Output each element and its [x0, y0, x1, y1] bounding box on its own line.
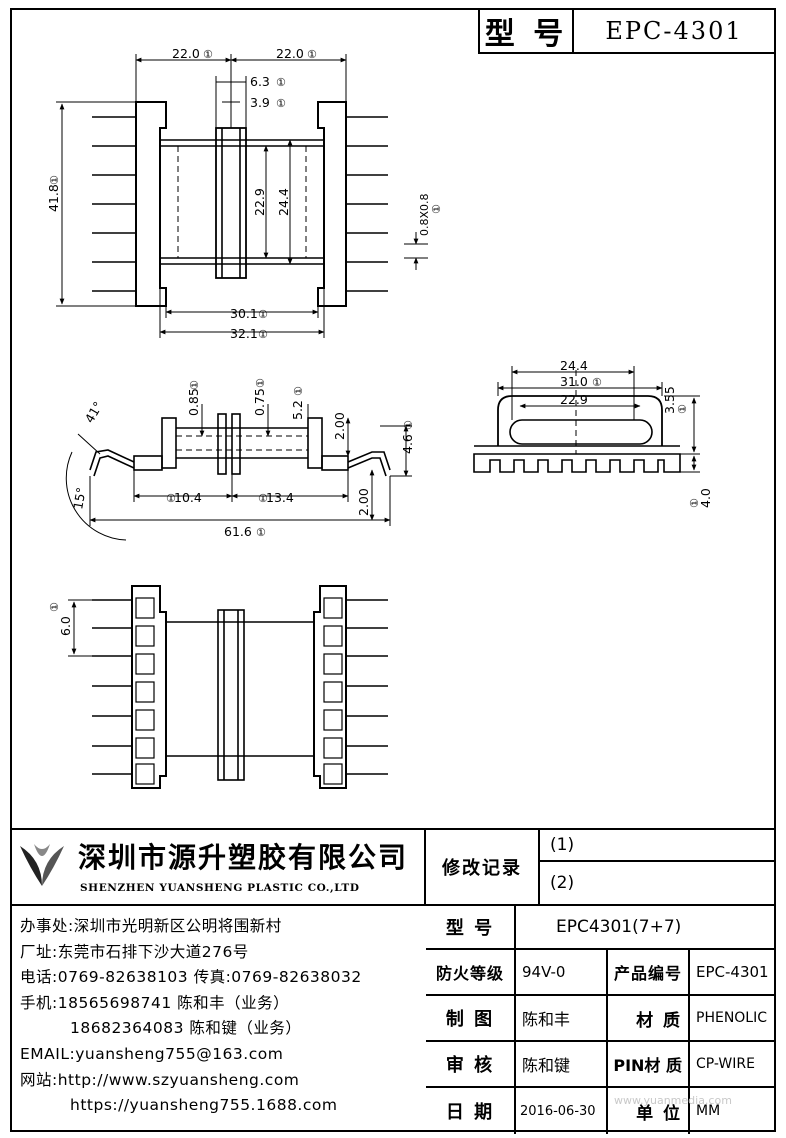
dim-body-inner: 30.1	[230, 306, 258, 321]
date-label: 日 期	[426, 1088, 516, 1134]
dim-overall-length: 41.8	[46, 184, 61, 212]
company-header: 深圳市源升塑胶有限公司 SHENZHEN YUANSHENG PLASTIC C…	[10, 830, 426, 906]
dim-ref-mark: ①	[258, 492, 268, 505]
model-header: 型 号 EPC-4301	[478, 8, 776, 54]
dim-ref-mark: ①	[48, 175, 61, 185]
dim-ref-mark: ①	[188, 380, 201, 390]
dim-ref-mark: ①	[258, 308, 268, 321]
material-value: PHENOLIC	[690, 996, 776, 1042]
dim-lower-gap: 2.00	[356, 488, 371, 516]
bottom-view	[68, 585, 388, 789]
spec-table: 修改记录 (1) (2) 型 号 EPC4301(7+7) 防火等级 94V-0…	[426, 830, 776, 1134]
unit-value: MM	[696, 1103, 721, 1119]
dim-end-base: 4.0	[698, 488, 713, 508]
dim-bend-angle: 41°	[82, 399, 106, 426]
dim-ref-mark: ①	[307, 48, 317, 61]
model-value: EPC4301(7+7)	[516, 906, 776, 950]
top-view	[56, 54, 428, 338]
dim-window-inner: 22.9	[252, 188, 267, 216]
dim-ref-mark: ①	[592, 376, 602, 389]
contact-info: 办事处:深圳市光明新区公明将围新村 厂址:东莞市石排下沙大道276号 电话:07…	[20, 914, 424, 1119]
pin-material-value: CP-WIRE	[690, 1042, 776, 1088]
company-name-cn: 深圳市源升塑胶有限公司	[78, 841, 409, 874]
dim-ref-mark: ①	[430, 204, 443, 214]
dim-pin-offset-right: 13.4	[266, 490, 294, 505]
dim-top-width-right: 22.0	[276, 46, 304, 61]
dim-pin-height: 4.6	[400, 434, 415, 454]
model-header-label: 型 号	[480, 10, 574, 52]
watermark: www.yuanmedia.com	[614, 1094, 732, 1107]
website: 网站:http://www.szyuansheng.com	[20, 1070, 300, 1089]
dim-end-core: 24.4	[560, 358, 588, 373]
product-no-value: EPC-4301	[690, 950, 776, 996]
engineering-drawing: 22.0 ① 22.0 ① 6.3 ① 3.9 ① 41.8 ① 22.9 24…	[46, 46, 713, 789]
dim-window-outer: 24.4	[276, 188, 291, 216]
dim-wall-b: 0.75	[252, 388, 267, 416]
unit-label: 单 位	[608, 1088, 690, 1134]
checked-by-value: 陈和键	[516, 1042, 608, 1088]
dim-top-width-left: 22.0	[172, 46, 200, 61]
model-header-value: EPC-4301	[605, 17, 743, 45]
phone-fax: 电话:0769-82638103 传真:0769-82638032	[20, 968, 362, 987]
mobile-1: 手机:18565698741 陈和丰（业务）	[20, 993, 290, 1012]
website-2: https://yuansheng755.1688.com	[70, 1096, 338, 1115]
model-label: 型 号	[426, 906, 516, 950]
side-view	[65, 404, 412, 541]
fire-rating-value: 94V-0	[516, 950, 608, 996]
dim-pin-span: 61.6	[224, 524, 252, 539]
fire-rating-label: 防火等级	[426, 950, 516, 996]
dim-ref-mark: ①	[292, 386, 305, 396]
dim-ref-mark: ①	[688, 498, 701, 508]
company-logo-icon	[20, 844, 64, 886]
dim-pin-offset-left: 10.4	[174, 490, 202, 505]
dim-ref-mark: ①	[254, 378, 267, 388]
company-name-en: SHENZHEN YUANSHENG PLASTIC CO.,LTD	[80, 882, 360, 894]
dim-pin-pitch: 6.0	[58, 616, 73, 636]
dim-ref-mark: ①	[276, 76, 286, 89]
revision-label: 修改记录	[426, 830, 540, 906]
dim-partition-width: 6.3	[250, 74, 270, 89]
dim-upper-gap: 2.00	[332, 412, 347, 440]
drawing-frame	[10, 8, 776, 1132]
dim-end-top: 3.55	[662, 386, 677, 414]
pin-material-label: PIN材 质	[608, 1042, 690, 1088]
title-block: 深圳市源升塑胶有限公司 SHENZHEN YUANSHENG PLASTIC C…	[10, 828, 776, 1134]
dim-flange-height: 5.2	[290, 400, 305, 420]
dim-ref-mark: ①	[48, 602, 61, 612]
dim-end-width: 31.0	[560, 374, 588, 389]
dim-ref-mark: ①	[276, 97, 286, 110]
dim-body-outer: 32.1	[230, 326, 258, 341]
dim-pin-section: 0.8X0.8	[418, 193, 431, 236]
dim-ref-mark: ①	[166, 492, 176, 505]
revision-1: (1)	[540, 830, 776, 862]
dim-ref-mark: ①	[258, 328, 268, 341]
office-address: 办事处:深圳市光明新区公明将围新村	[20, 917, 282, 935]
revision-2: (2)	[540, 862, 776, 906]
dim-wall-a: 0.85	[186, 388, 201, 416]
drawn-by-value: 陈和丰	[516, 996, 608, 1042]
drawn-by-label: 制 图	[426, 996, 516, 1042]
mobile-2: 18682364083 陈和键（业务）	[70, 1019, 302, 1038]
dim-ref-mark: ①	[676, 404, 689, 414]
product-no-label: 产品编号	[608, 950, 690, 996]
email: EMAIL:yuansheng755@163.com	[20, 1044, 284, 1063]
dim-ref-mark: ①	[402, 420, 415, 430]
date-value: 2016-06-30	[516, 1088, 608, 1134]
end-view	[473, 366, 700, 473]
checked-by-label: 审 核	[426, 1042, 516, 1088]
dim-ref-mark: ①	[256, 526, 266, 539]
dim-ref-mark: ①	[203, 48, 213, 61]
factory-address: 厂址:东莞市石排下沙大道276号	[20, 942, 249, 961]
material-label: 材 质	[608, 996, 690, 1042]
dim-end-inner: 22.9	[560, 392, 588, 407]
dim-partition-slot: 3.9	[250, 95, 270, 110]
dim-splay-angle: 15°	[70, 486, 89, 510]
